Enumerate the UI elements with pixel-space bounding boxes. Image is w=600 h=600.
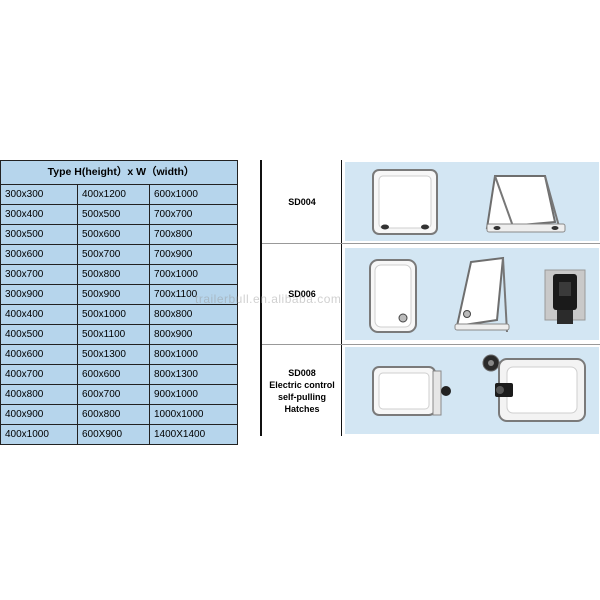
model-label: SD008 xyxy=(288,367,316,378)
size-table-header: Type H(height）x W（width） xyxy=(0,160,239,185)
size-cell: 400x600 xyxy=(0,344,78,365)
size-cell: 500x1300 xyxy=(77,344,150,365)
size-cell: 1400X1400 xyxy=(148,424,239,445)
size-cell: 800x800 xyxy=(148,304,239,325)
size-cell: 400x1200 xyxy=(77,184,150,205)
size-cell: 500x900 xyxy=(77,284,150,305)
photo-cell-sd008 xyxy=(345,347,599,434)
size-cell: 300x400 xyxy=(0,204,78,225)
size-cell: 800x1300 xyxy=(148,364,239,385)
table-column-divider xyxy=(341,160,342,436)
size-cell: 500x700 xyxy=(77,244,150,265)
open-hatch-image xyxy=(485,175,557,230)
model-desc-line-1: Electric control xyxy=(269,379,335,390)
watermark-text: trailerbull.en.alibaba.com xyxy=(195,292,342,306)
model-desc-line-2: self-pulling xyxy=(278,391,326,402)
open-hatch-image xyxy=(455,256,505,328)
size-cell: 600x800 xyxy=(77,404,150,425)
model-cell-sd004: SD004 xyxy=(264,160,340,243)
size-cell: 600x600 xyxy=(77,364,150,385)
size-cell: 700x1000 xyxy=(148,264,239,285)
model-label: SD004 xyxy=(288,196,316,207)
size-cell: 500x500 xyxy=(77,204,150,225)
row-divider-1 xyxy=(262,243,600,244)
size-cell: 400x400 xyxy=(0,304,78,325)
photo-cell-sd004 xyxy=(345,162,599,241)
size-table-header-row: Type H(height）x W（width） xyxy=(0,160,239,185)
size-cell: 700x800 xyxy=(148,224,239,245)
size-cell: 400x1000 xyxy=(0,424,78,445)
hatch-photo-sd008 xyxy=(372,354,586,422)
hatch-photo-sd006 xyxy=(369,256,586,333)
size-cell: 500x600 xyxy=(77,224,150,245)
size-cell: 800x900 xyxy=(148,324,239,345)
size-cell: 800x1000 xyxy=(148,344,239,365)
hatch-photo-sd004 xyxy=(372,169,566,235)
size-cell: 600X900 xyxy=(77,424,150,445)
size-cell: 400x700 xyxy=(0,364,78,385)
size-cell: 600x1000 xyxy=(148,184,239,205)
size-cell: 400x900 xyxy=(0,404,78,425)
model-label: SD006 xyxy=(288,289,316,299)
size-cell: 600x700 xyxy=(77,384,150,405)
photo-cell-sd006 xyxy=(345,248,599,340)
size-cell: 500x1000 xyxy=(77,304,150,325)
size-cell: 300x700 xyxy=(0,264,78,285)
size-cell: 700x900 xyxy=(148,244,239,265)
model-cell-sd008: SD008 Electric control self-pulling Hatc… xyxy=(264,345,340,436)
size-cell: 900x1000 xyxy=(148,384,239,405)
size-cell: 500x1100 xyxy=(77,324,150,345)
size-cell: 300x500 xyxy=(0,224,78,245)
size-cell: 300x900 xyxy=(0,284,78,305)
size-cell: 300x600 xyxy=(0,244,78,265)
row-divider-2 xyxy=(262,344,600,345)
model-desc-line-3: Hatches xyxy=(284,403,320,414)
size-cell: 400x800 xyxy=(0,384,78,405)
model-cell-sd006: SD006 xyxy=(264,244,340,344)
size-cell: 300x300 xyxy=(0,184,78,205)
size-cell: 1000x1000 xyxy=(148,404,239,425)
table-border-left xyxy=(260,160,262,436)
size-cell: 700x700 xyxy=(148,204,239,225)
size-cell: 500x800 xyxy=(77,264,150,285)
size-cell: 400x500 xyxy=(0,324,78,345)
